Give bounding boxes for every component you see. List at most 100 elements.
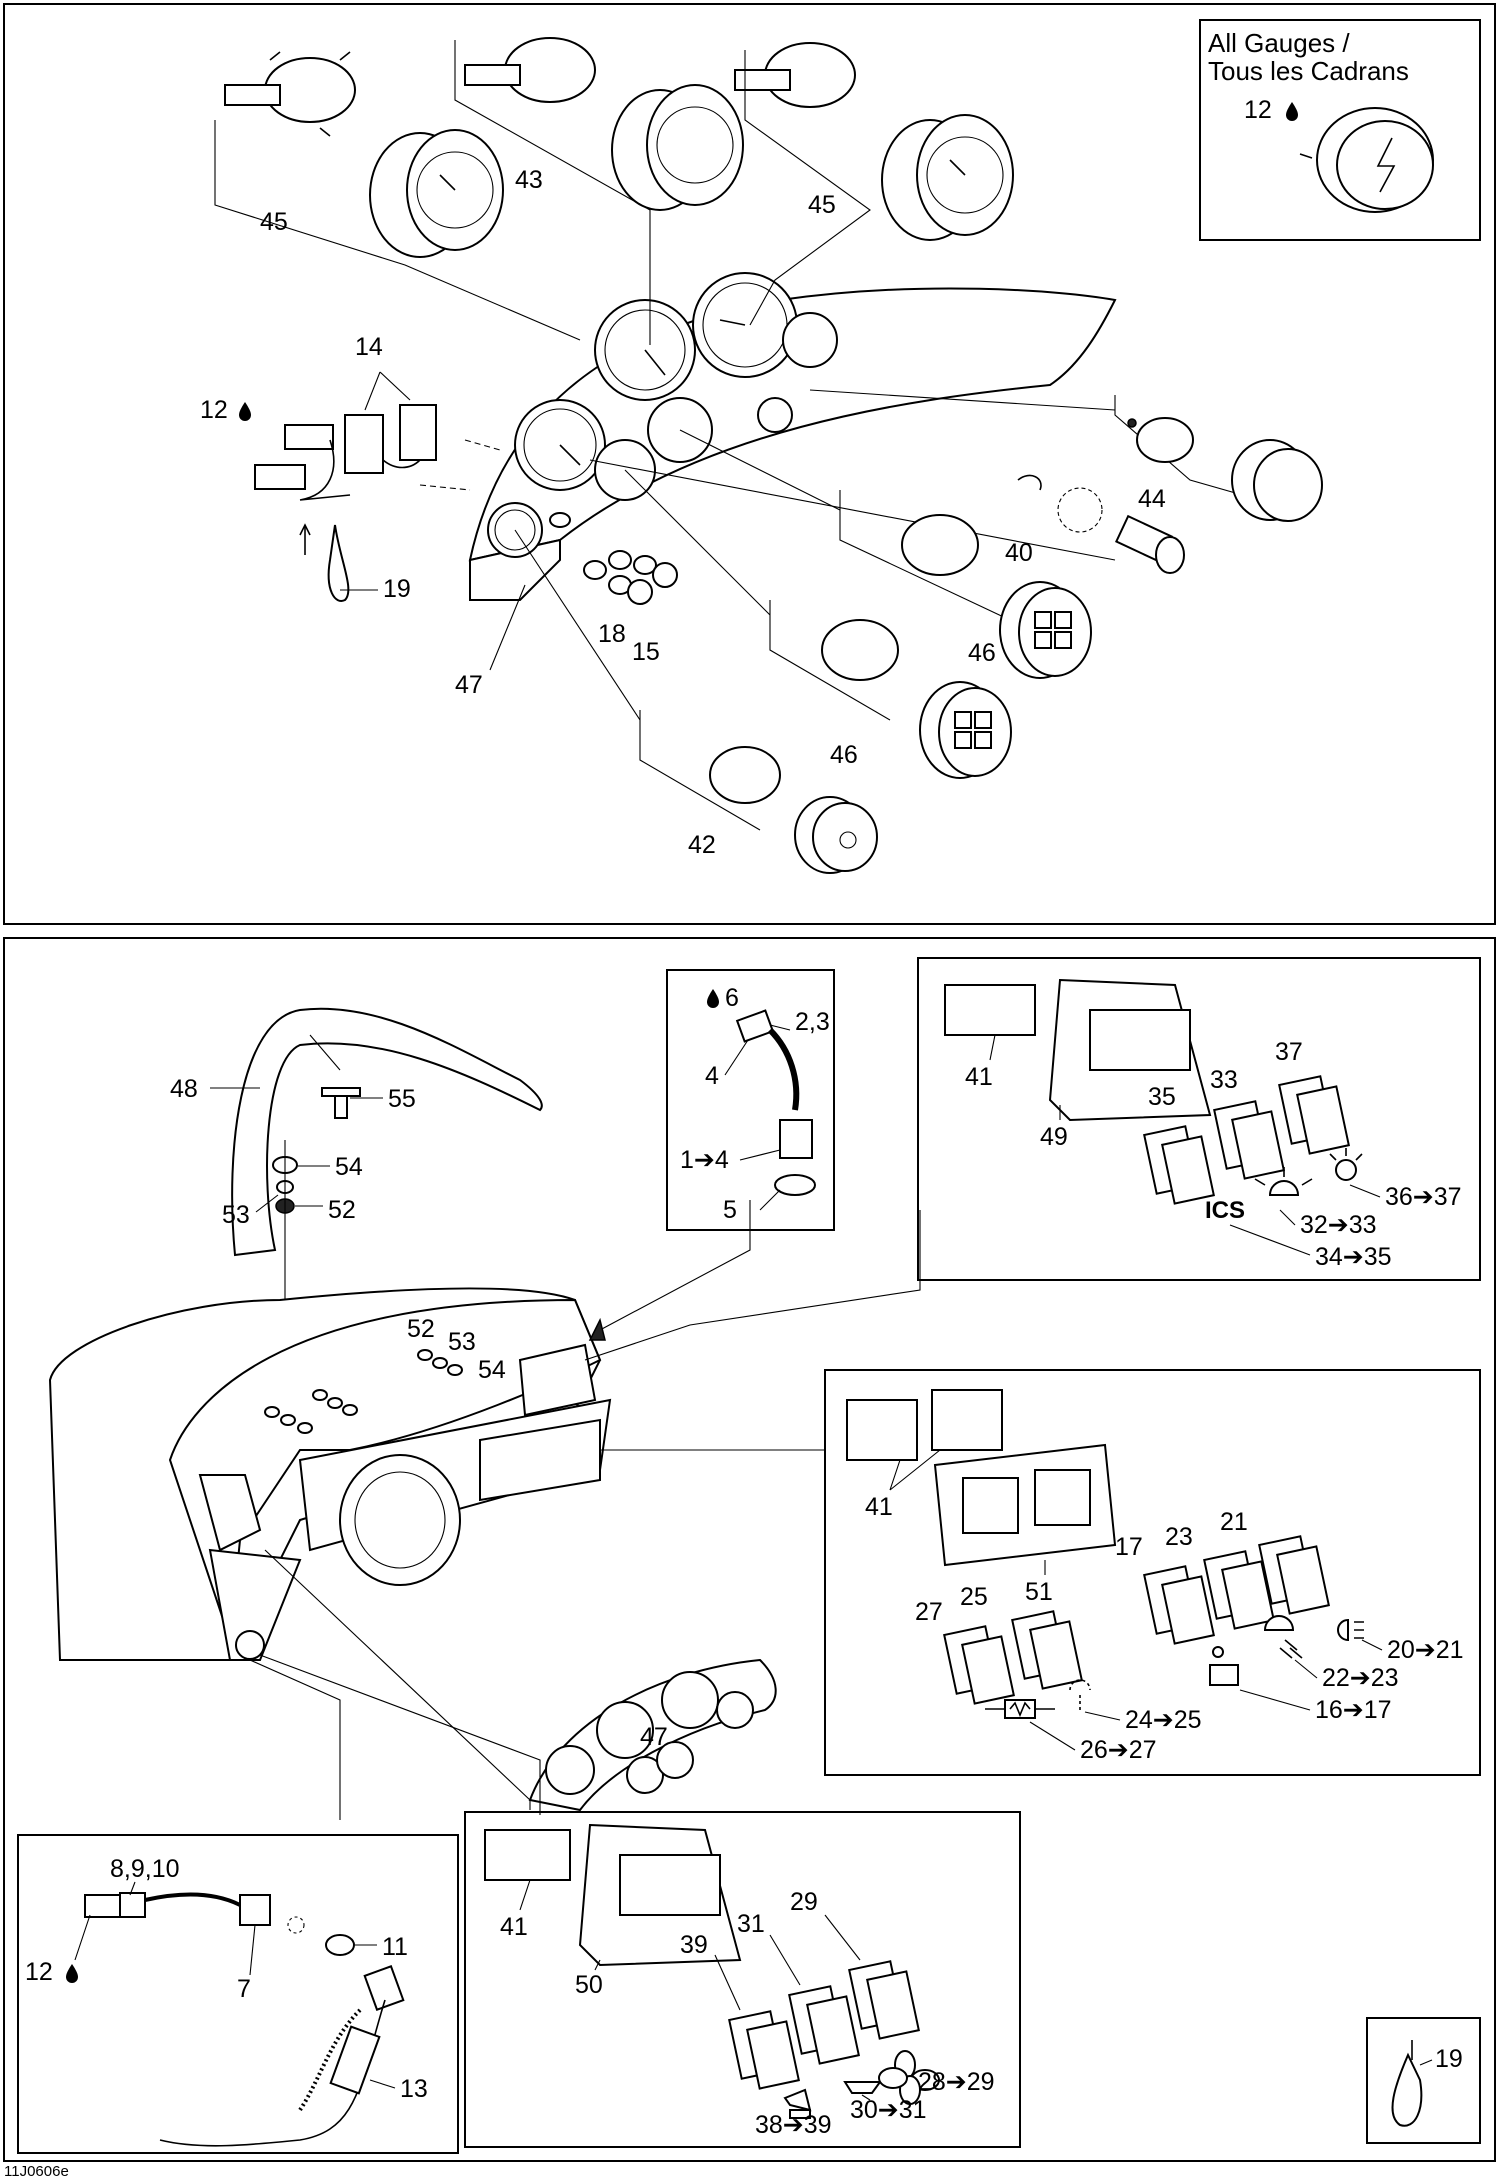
fan-symbol-icon: [1329, 1148, 1363, 1181]
washers-18-bulbs-15: [583, 550, 678, 605]
gauge-panel-47-exploded: [468, 272, 1117, 601]
callout-26-27: 26➔27: [1080, 1736, 1157, 1764]
callout-53-right: 53: [448, 1328, 476, 1356]
callout-13: 13: [400, 2075, 428, 2103]
callout-50: 50: [575, 1971, 603, 1999]
callout-45-right: 45: [808, 191, 836, 219]
gauge-seal-icon: [1299, 107, 1434, 213]
inset-ignition: 8,9,10 12 7 11 13: [17, 1834, 459, 2154]
lubricant-drop-icon-ignition: [66, 1964, 78, 1983]
leader-46b: [769, 600, 891, 721]
callout-2-3: 2,3: [795, 1008, 830, 1036]
callout-52-right: 52: [407, 1315, 435, 1343]
callout-4-upper: 4: [705, 1062, 719, 1090]
callout-12-top: 12: [200, 396, 228, 424]
lanyard-13: [329, 2025, 381, 2095]
callout-1-4: 1➔4: [680, 1146, 729, 1174]
callout-53-left: 53: [222, 1201, 250, 1229]
callout-41-panel50: 41: [500, 1913, 528, 1941]
light-symbol-icon: [1254, 1167, 1313, 1196]
callout-37: 37: [1275, 1038, 1303, 1066]
leader-42: [639, 710, 761, 831]
callout-6: 6: [725, 984, 739, 1012]
callout-54-left: 54: [335, 1153, 363, 1181]
console-body: [48, 1287, 612, 1661]
callout-47-top: 47: [455, 671, 483, 699]
callout-36-37: 36➔37: [1385, 1183, 1462, 1211]
switch-panel-left: [198, 1474, 262, 1552]
callout-45-left: 45: [260, 208, 288, 236]
connector-8: [84, 1894, 121, 1918]
callout-48: 48: [170, 1075, 198, 1103]
rocker-switch-33: [1213, 1100, 1285, 1180]
callout-41-panel51: 41: [865, 1493, 893, 1521]
callout-42: 42: [688, 831, 716, 859]
rocker-switch-21: [1258, 1535, 1330, 1615]
callout-49: 49: [1040, 1123, 1068, 1151]
lubricant-drop-icon-top: [239, 402, 251, 421]
lens-41-panel50: [484, 1829, 571, 1881]
leader-43: [454, 40, 651, 345]
callout-29: 29: [790, 1888, 818, 1916]
gauge-hole-7: [757, 397, 793, 433]
gauge-42: [709, 746, 878, 874]
gauge-45-left: [369, 129, 504, 258]
callout-23: 23: [1165, 1523, 1193, 1551]
pump-symbol-icon: [985, 1699, 1055, 1719]
callout-46-upper: 46: [968, 639, 996, 667]
rocker-switch-25: [1011, 1610, 1083, 1690]
diagram-code: 11J0606e: [4, 2163, 69, 2180]
callout-19-inset: 19: [1435, 2045, 1463, 2073]
callout-28-29: 28➔29: [918, 2068, 995, 2096]
inset-plug: 6 2,3 4 1➔4 5: [666, 969, 835, 1231]
callout-32-33: 32➔33: [1300, 1211, 1377, 1239]
callout-18: 18: [598, 620, 626, 648]
windshield-48: [231, 1007, 543, 1257]
callout-22-23: 22➔23: [1322, 1664, 1399, 1692]
inset-cable-tie: 19: [1366, 2017, 1481, 2144]
switch-panel-top: [518, 1343, 597, 1417]
callout-41-panel49: 41: [965, 1063, 993, 1091]
callout-17: 17: [1115, 1533, 1143, 1561]
rocker-switch-37: [1278, 1075, 1350, 1155]
headlight-symbol-icon: [1337, 1618, 1364, 1642]
gauge-bracket-43: [464, 37, 596, 103]
callout-7: 7: [237, 1975, 251, 2003]
callout-12-all-gauges: 12: [1244, 96, 1272, 124]
callout-14: 14: [355, 333, 383, 361]
all-gauges-subtitle: Tous les Cadrans: [1208, 56, 1409, 86]
inset-switch-panel-50: 41 50 39 31 29 28➔29 30➔31 38➔39: [464, 1811, 1021, 2148]
callout-44: 44: [1138, 485, 1166, 513]
bilge-icon: [843, 2081, 882, 2094]
beam-symbol-icon: [1263, 1615, 1303, 1659]
gauge-46-lower: [821, 619, 1012, 779]
switch-panel-center: [479, 1418, 601, 1502]
callout-21: 21: [1220, 1508, 1248, 1536]
ics-symbol: ICS: [1205, 1197, 1245, 1224]
callout-15: 15: [632, 638, 660, 666]
callout-33: 33: [1210, 1066, 1238, 1094]
callout-11: 11: [382, 1933, 408, 1961]
callout-35: 35: [1148, 1083, 1176, 1111]
callout-40: 40: [1005, 539, 1033, 567]
fan-icon: [878, 2050, 940, 2105]
gauge-bracket-45-right: [734, 42, 856, 108]
callout-20-21: 20➔21: [1387, 1636, 1464, 1664]
callout-43: 43: [515, 166, 543, 194]
callout-16-17: 16➔17: [1315, 1696, 1392, 1724]
horn-symbol-icon: [1209, 1646, 1239, 1686]
leader-45-left: [214, 120, 581, 341]
lens-41-b: [931, 1389, 1003, 1451]
all-gauges-title: All Gauges /: [1208, 28, 1350, 58]
gauge-46-upper: [901, 514, 1092, 679]
console-washers: [264, 1349, 463, 1434]
callout-5: 5: [723, 1196, 737, 1224]
ignition-switch-7: [239, 1894, 271, 1926]
part-40-plug: [1017, 474, 1185, 574]
gauge-panel-47-bottom: [528, 1658, 777, 1812]
callout-12-ignition: 12: [25, 1958, 53, 1986]
rocker-switch-23: [1203, 1550, 1275, 1630]
lubricant-drop-icon: [1286, 102, 1298, 121]
